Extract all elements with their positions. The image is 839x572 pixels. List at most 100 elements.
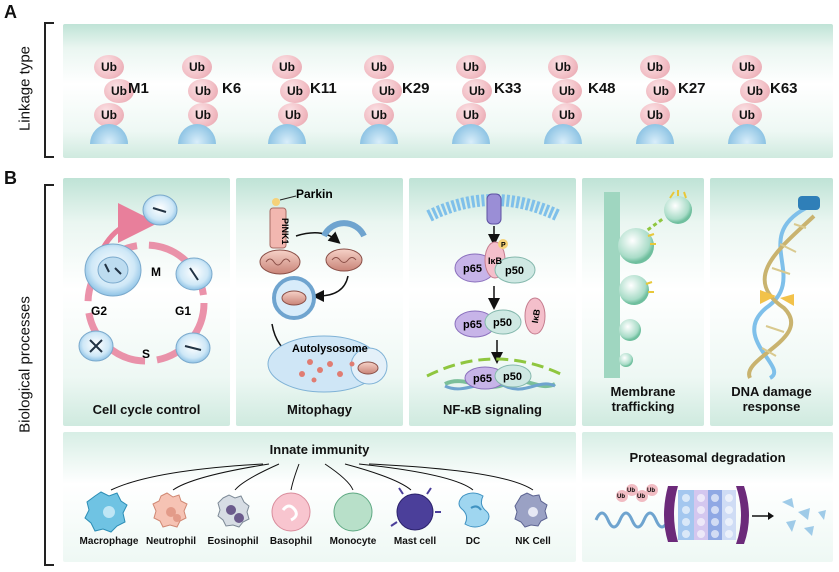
autolysosome-label: Autolysosome <box>292 343 368 355</box>
section-b-letter: B <box>4 168 17 188</box>
biological-processes-label: Biological processes <box>16 296 34 433</box>
ub-small-2: Ub <box>627 488 635 494</box>
ub-7-1: Ub <box>640 55 670 79</box>
ub-3-2: Ub <box>280 79 310 103</box>
immune-cell-labels: Macrophage Neutrophil Eosinophil Basophil Mo… <box>63 536 576 552</box>
parkin-label: Parkin <box>296 187 333 201</box>
proteasome-panel: Proteasomal degradation Ub Ub Ub Ub <box>582 432 833 562</box>
p50-label-3: p50 <box>503 371 522 383</box>
nfkb-title: NF-κB signaling <box>443 402 542 417</box>
phase-g1: G1 <box>175 304 191 318</box>
membrane-dome-5 <box>452 124 490 144</box>
immune-cell-label-5: Monocyte <box>329 536 377 547</box>
ikb-label-1: IκB <box>488 256 503 266</box>
membrane-dome-7 <box>636 124 674 144</box>
immune-cell-label-4: Basophil <box>269 536 313 547</box>
cell-top <box>142 194 178 226</box>
section-a-bracket <box>44 22 54 158</box>
p65-label-3: p65 <box>473 373 492 385</box>
cell-s <box>175 332 211 364</box>
immune-cell-label-6: Mast cell <box>393 536 437 547</box>
ub-7-3: Ub <box>640 103 670 127</box>
ub-1-1: Ub <box>94 55 124 79</box>
ub-4-1: Ub <box>364 55 394 79</box>
linkage-label-2: K6 <box>222 80 242 97</box>
dna-panel: DNA damage response <box>710 178 833 426</box>
ub-6-2: Ub <box>552 79 582 103</box>
linkage-label-7: K27 <box>678 80 706 97</box>
membrane-dome-6 <box>544 124 582 144</box>
phase-s: S <box>142 347 150 361</box>
ub-small-4: Ub <box>647 488 655 494</box>
nfkb-diagram: P p65 IκB p50 p65 p50 IκB p65 p50 <box>426 193 566 391</box>
mitophagy-title: Mitophagy <box>287 402 352 417</box>
section-a-letter: A <box>4 2 17 22</box>
membrane-dome-8 <box>728 124 766 144</box>
proteasome-title: Proteasomal degradation <box>629 450 786 465</box>
cell-cycle-diagram: M G1 S G2 <box>78 194 213 365</box>
immune-cell-label-3: Eosinophil <box>207 536 259 547</box>
dna-diagram <box>747 196 820 380</box>
ub-3-1: Ub <box>272 55 302 79</box>
innate-title: Innate immunity <box>269 442 370 457</box>
ub-2-2: Ub <box>188 79 218 103</box>
ub-small-1: Ub <box>617 494 625 500</box>
membrane-dome-2 <box>178 124 216 144</box>
ub-5-1: Ub <box>456 55 486 79</box>
mitophagy-diagram: Parkin PINK1 Autolysosome <box>259 187 388 393</box>
ub-6-3: Ub <box>552 103 582 127</box>
ub-2-3: Ub <box>188 103 218 127</box>
ub-8-1: Ub <box>732 55 762 79</box>
ub-8-3: Ub <box>732 103 762 127</box>
membrane-dome-4 <box>360 124 398 144</box>
innate-panel: Innate immunity Macrophage Neutrophil Eosi… <box>63 432 576 562</box>
p50-label-2: p50 <box>493 317 512 329</box>
p-label: P <box>501 242 506 249</box>
pink1-label: PINK1 <box>280 218 290 245</box>
membrane-title: Membrane trafficking <box>610 384 676 414</box>
membrane-dome-1 <box>90 124 128 144</box>
immune-cell-label-7: DC <box>465 536 481 547</box>
linkage-label-8: K63 <box>770 80 798 97</box>
p50-label-1: p50 <box>505 265 524 277</box>
linkage-label-3: K11 <box>310 80 337 97</box>
linkage-label-5: K33 <box>494 80 522 97</box>
ub-1-2: Ub <box>104 79 134 103</box>
ub-5-2: Ub <box>462 79 492 103</box>
cell-m <box>84 243 142 297</box>
ub-7-2: Ub <box>646 79 676 103</box>
nfkb-panel: P p65 IκB p50 p65 p50 IκB p65 p50 NF-κB … <box>409 178 576 426</box>
cell-cycle-title: Cell cycle control <box>92 402 201 417</box>
section-b-bracket <box>44 184 54 566</box>
phase-g2: G2 <box>91 304 107 318</box>
immune-cell-label-1: Macrophage <box>79 536 139 547</box>
innate-diagram <box>84 463 548 533</box>
linkage-label-6: K48 <box>588 80 616 97</box>
ub-6-1: Ub <box>548 55 578 79</box>
linkage-label-4: K29 <box>402 80 430 97</box>
membrane-diagram <box>604 190 692 378</box>
ub-4-2: Ub <box>372 79 402 103</box>
immune-cell-label-2: Neutrophil <box>146 536 196 547</box>
phase-m: M <box>151 265 161 279</box>
cell-g2 <box>78 330 114 362</box>
ub-3-3: Ub <box>278 103 308 127</box>
p65-label-2: p65 <box>463 319 482 331</box>
immune-cell-label-8: NK Cell <box>515 536 551 547</box>
cell-cycle-panel: M G1 S G2 Cell cycle control <box>63 178 230 426</box>
ikb-label-2: IκB <box>530 308 542 324</box>
ub-8-2: Ub <box>740 79 770 103</box>
ub-4-3: Ub <box>364 103 394 127</box>
dna-title: DNA damage response <box>731 384 812 414</box>
membrane-panel: Membrane trafficking <box>582 178 704 426</box>
membrane-dome-3 <box>268 124 306 144</box>
ub-1-3: Ub <box>94 103 124 127</box>
ub-2-1: Ub <box>182 55 212 79</box>
mitophagy-panel: Parkin PINK1 Autolysosome Mitophagy <box>236 178 403 426</box>
ub-5-3: Ub <box>456 103 486 127</box>
linkage-label-1: M1 <box>128 80 149 97</box>
p65-label-1: p65 <box>463 263 482 275</box>
ub-small-3: Ub <box>637 494 645 500</box>
cell-g1 <box>175 257 213 291</box>
